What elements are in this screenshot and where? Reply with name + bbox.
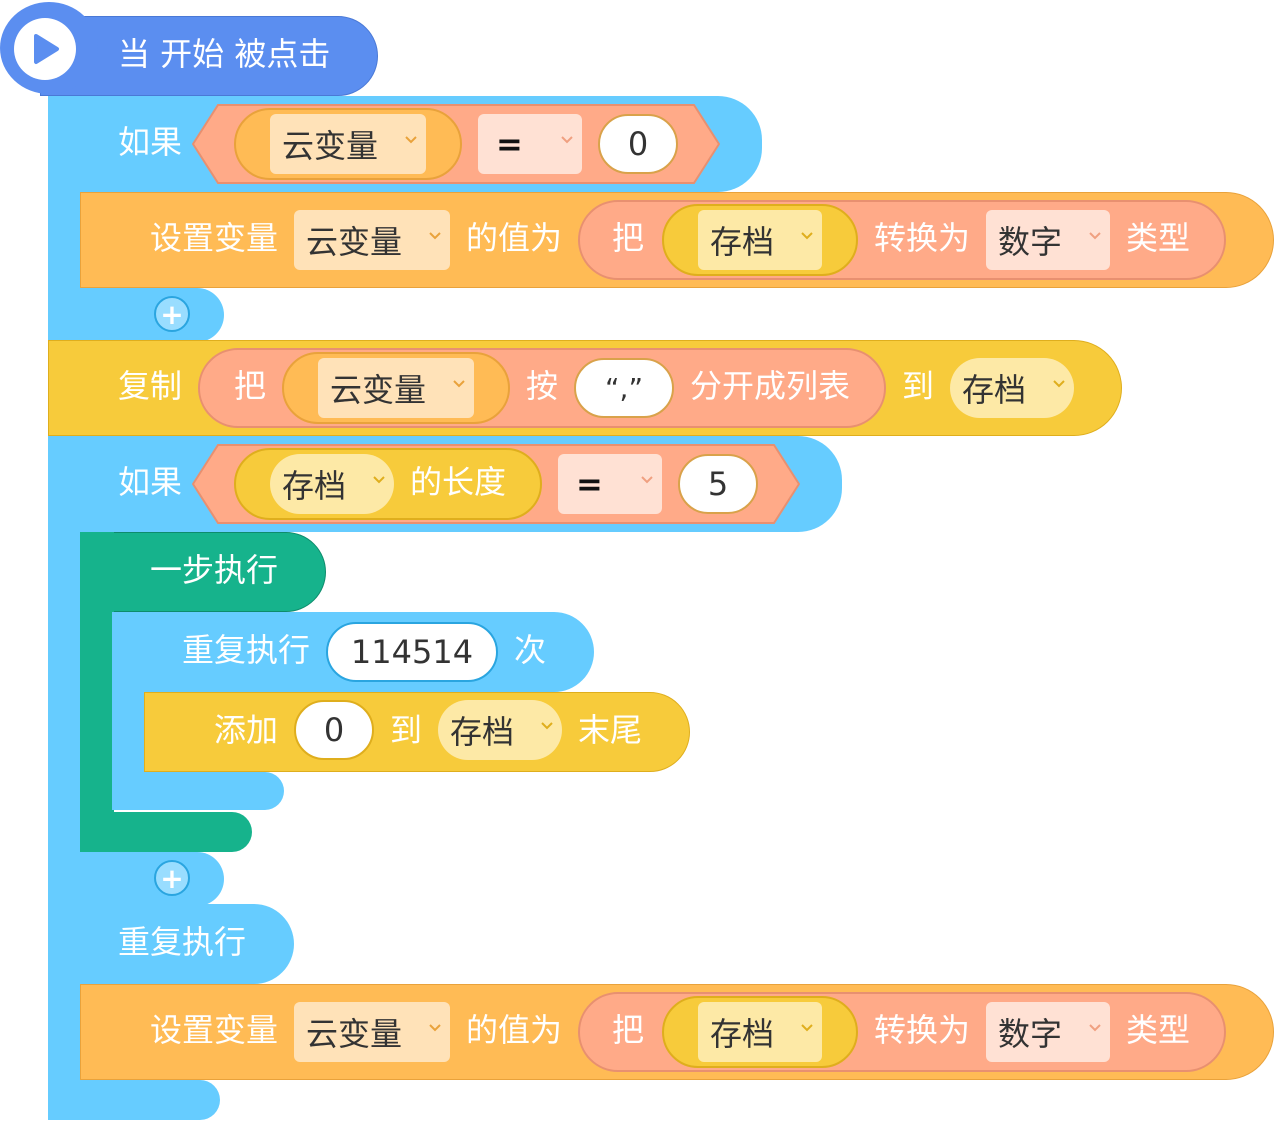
set2-convert-prefix: 把 <box>612 1011 645 1049</box>
copy-split-label: 按 <box>526 367 559 405</box>
set2-convert-label: 转换为 <box>874 1011 971 1049</box>
set1-convert-label: 转换为 <box>874 219 971 257</box>
set2-var-dropdown[interactable]: 云变量 <box>294 1002 450 1062</box>
chevron-down-icon <box>404 135 417 147</box>
set1-convert-prefix: 把 <box>612 219 645 257</box>
if2-arm <box>48 436 82 906</box>
add-value-input[interactable]: 0 <box>294 700 374 760</box>
chevron-down-icon <box>452 379 465 391</box>
chevron-down-icon <box>1088 231 1101 243</box>
add-list-dropdown[interactable]: 存档 <box>438 700 562 760</box>
set1-var-dropdown[interactable]: 云变量 <box>294 210 450 270</box>
if2-value-input[interactable]: 5 <box>678 454 758 514</box>
if2-label: 如果 <box>118 463 183 501</box>
copy-separator-input[interactable]: “,” <box>574 358 674 418</box>
chevron-down-icon <box>560 135 573 147</box>
chevron-down-icon <box>1088 1023 1101 1035</box>
forever-bottom <box>48 1080 220 1120</box>
forever-label: 重复执行 <box>118 923 247 961</box>
set1-value-label: 的值为 <box>466 219 563 257</box>
set1-type-suffix: 类型 <box>1126 219 1191 257</box>
chevron-down-icon <box>540 721 553 733</box>
repeat1-label: 重复执行 <box>182 631 311 669</box>
set1-source-dropdown[interactable]: 存档 <box>698 210 822 270</box>
copy-target-dropdown[interactable]: 存档 <box>950 358 1074 418</box>
if2-list-dropdown[interactable]: 存档 <box>270 454 394 514</box>
step-block[interactable] <box>80 532 326 612</box>
if1-add-branch-button[interactable]: + <box>154 296 190 332</box>
add-to-list-block[interactable] <box>144 692 690 772</box>
copy-prefix: 把 <box>234 367 267 405</box>
chevron-down-icon <box>428 231 441 243</box>
chevron-down-icon <box>800 1023 813 1035</box>
set1-type-dropdown[interactable]: 数字 <box>986 210 1110 270</box>
step-label: 一步执行 <box>150 551 279 589</box>
copy-label: 复制 <box>118 367 183 405</box>
copy-to-label: 到 <box>902 367 935 405</box>
if1-operator-dropdown[interactable]: = <box>478 114 582 174</box>
add-to-label: 到 <box>390 711 423 749</box>
if2-length-label: 的长度 <box>410 463 507 501</box>
chevron-down-icon <box>640 475 653 487</box>
play-icon[interactable] <box>14 18 76 80</box>
copy-var-dropdown[interactable]: 云变量 <box>318 358 474 418</box>
chevron-down-icon <box>800 231 813 243</box>
chevron-down-icon <box>372 475 385 487</box>
set2-type-suffix: 类型 <box>1126 1011 1191 1049</box>
set1-label: 设置变量 <box>150 219 279 257</box>
set2-source-dropdown[interactable]: 存档 <box>698 1002 822 1062</box>
hat-label: 当 开始 被点击 <box>118 35 331 73</box>
repeat1-suffix: 次 <box>514 631 547 669</box>
if1-bottom <box>48 288 224 342</box>
if2-bottom <box>48 852 224 906</box>
repeat1-bottom <box>112 772 284 810</box>
if2-operator-dropdown[interactable]: = <box>558 454 662 514</box>
if1-var-dropdown[interactable]: 云变量 <box>270 114 426 174</box>
add-suffix: 末尾 <box>578 711 643 749</box>
set2-type-dropdown[interactable]: 数字 <box>986 1002 1110 1062</box>
chevron-down-icon <box>1052 379 1065 391</box>
if2-add-branch-button[interactable]: + <box>154 860 190 896</box>
if1-label: 如果 <box>118 123 183 161</box>
set2-label: 设置变量 <box>150 1011 279 1049</box>
copy-split-suffix: 分开成列表 <box>690 367 851 405</box>
if1-value-input[interactable]: 0 <box>598 114 678 174</box>
chevron-down-icon <box>428 1023 441 1035</box>
set2-value-label: 的值为 <box>466 1011 563 1049</box>
step-arm <box>80 532 114 852</box>
repeat1-count-input[interactable]: 114514 <box>326 622 498 682</box>
step-bottom <box>80 812 252 852</box>
add-label: 添加 <box>214 711 279 749</box>
forever-block[interactable] <box>48 904 294 984</box>
